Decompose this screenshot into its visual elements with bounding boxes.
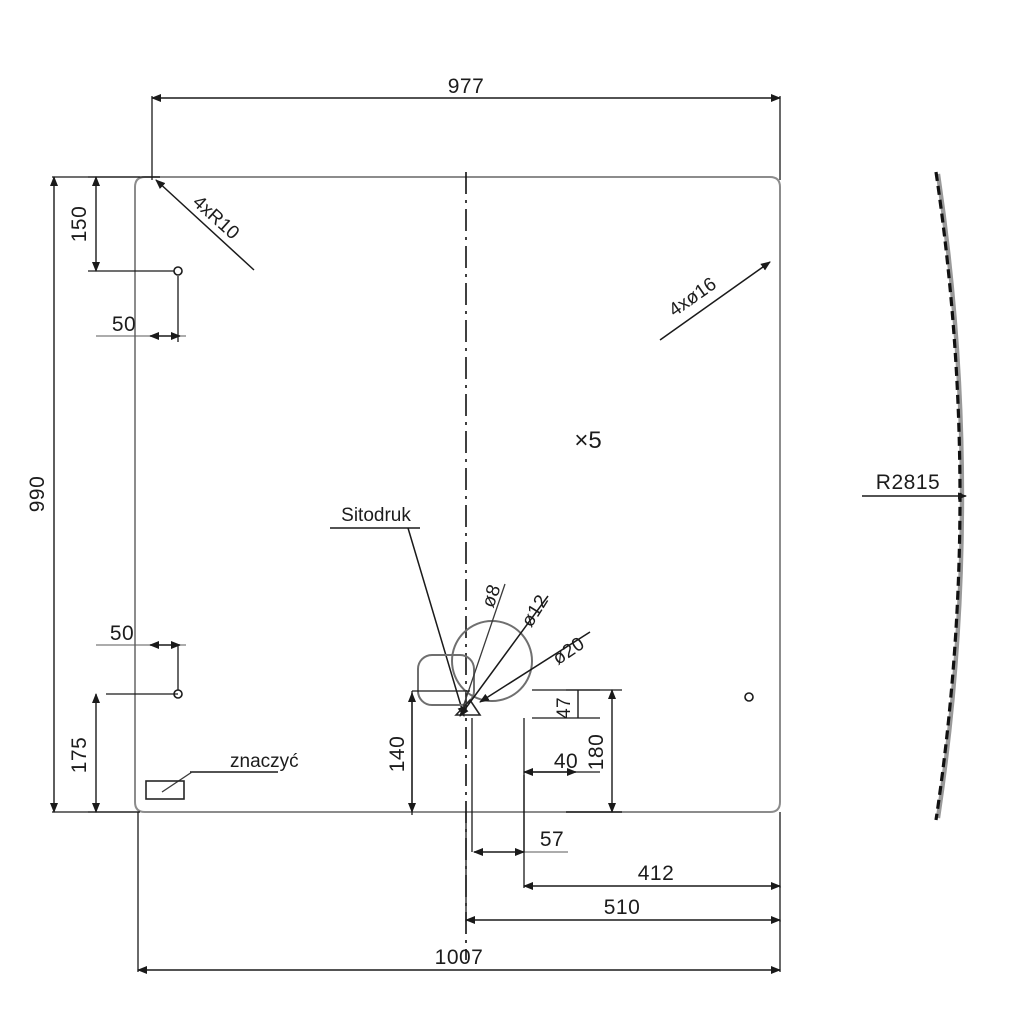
leader-znaczyc [161,771,193,793]
dim-label-412: 412 [638,862,675,885]
dimension-175: 175 [68,693,178,813]
dimension-977: 977 [151,75,781,180]
callout-label-sitodruk: Sitodruk [341,505,411,526]
leader-4xR10 [155,179,255,271]
callout-label-znaczyc: znaczyć [230,751,299,772]
callout-label-4xd16: 4xø16 [665,274,720,321]
leader-d20 [479,631,591,703]
dimension-412: 412 [523,775,781,890]
dimension-140: 140 [386,690,470,815]
dimension-40: 40 [523,718,600,776]
dim-label-990: 990 [26,476,49,513]
callout-4xd16: 4xø16 [659,261,771,341]
dimension-150: 150 [68,176,178,272]
dim-label-57: 57 [540,828,564,851]
part-outline-group [134,176,781,813]
dimension-510: 510 [465,812,781,924]
hole-top-left [173,266,183,276]
dim-label-1007: 1007 [435,946,484,969]
leader-sitodruk [407,527,466,717]
mark-rectangle [145,780,185,800]
quantity-label: ×5 [574,427,601,454]
dim-label-510: 510 [604,896,641,919]
leader-d12 [459,595,549,717]
dimension-57: 57 [471,718,568,856]
dim-label-50-bottom: 50 [110,622,134,645]
arc-view-group: R2815 [862,171,967,821]
callout-label-d8: ø8 [478,582,506,611]
center-detail-group [417,620,533,716]
dim-label-140: 140 [386,736,409,773]
dim-label-50-top: 50 [112,313,136,336]
callout-4xR10: 4xR10 [155,179,255,271]
dim-label-R2815: R2815 [876,471,940,494]
dimension-50-top: 50 [96,276,186,342]
leader-d8 [459,583,506,717]
dimension-180: 180 [566,689,622,813]
detail-slot [417,654,475,706]
dimension-1007: 1007 [137,812,781,974]
leader-4xd16 [659,261,771,341]
dim-label-40: 40 [554,750,578,773]
callout-d8: ø8 [459,582,506,717]
callout-znaczyc: znaczyć [145,751,299,800]
dim-label-150: 150 [68,206,91,243]
dimension-50-bottom: 50 [96,622,186,694]
callout-label-d20: ø20 [549,633,589,669]
panel-outline [134,176,781,813]
dimension-990: 990 [26,176,140,813]
dim-label-180: 180 [585,734,608,771]
callout-sitodruk: Sitodruk [330,505,466,717]
dim-label-47: 47 [554,697,575,719]
dimension-47: 47 [532,689,600,719]
hole-right-small [744,692,754,702]
dim-label-977: 977 [448,75,485,98]
dim-label-175: 175 [68,737,91,774]
